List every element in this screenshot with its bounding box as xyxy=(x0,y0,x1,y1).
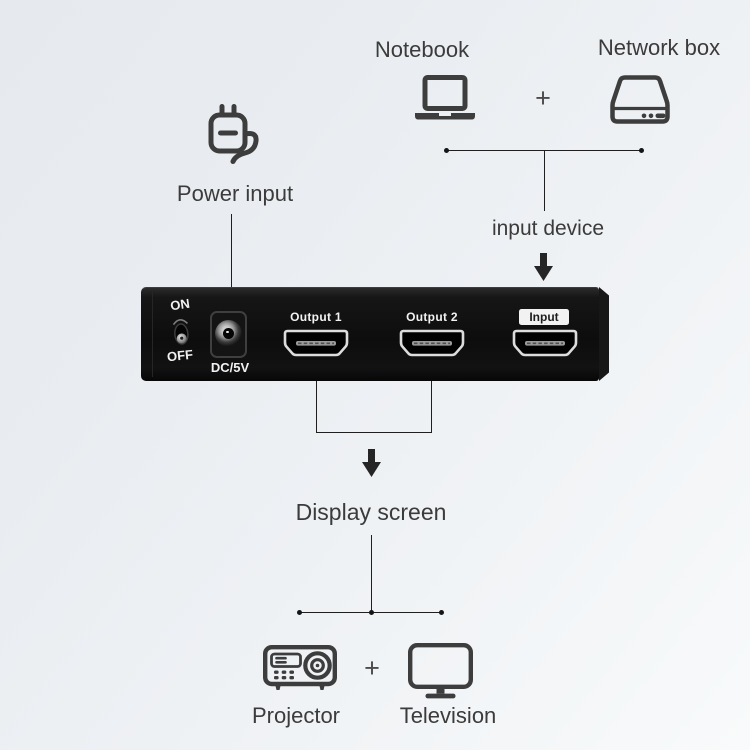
dc-jack-highlight xyxy=(226,330,229,333)
arrow-down-input-icon xyxy=(534,253,553,281)
hdmi-port-output1-icon xyxy=(283,329,349,357)
output2-label: Output 2 xyxy=(406,310,458,324)
display-connector-stem xyxy=(371,535,372,613)
dc-power-jack xyxy=(210,311,247,358)
connector-dot xyxy=(297,610,302,615)
input-connector-stem xyxy=(544,151,545,211)
input-device-label: input device xyxy=(491,217,605,240)
display-screen-label: Display screen xyxy=(295,499,447,525)
power-input-label: Power input xyxy=(176,181,294,206)
television-icon xyxy=(408,643,473,699)
projector-label: Projector xyxy=(251,703,341,728)
hdmi-port-input-icon xyxy=(512,329,578,357)
dc-port-label: DC/5V xyxy=(210,360,250,375)
television-label: Television xyxy=(399,703,497,728)
connector-dot xyxy=(639,148,644,153)
connector-dot xyxy=(439,610,444,615)
plus-icon: + xyxy=(535,83,551,113)
output1-connector-line xyxy=(316,381,317,433)
plus-icon: + xyxy=(364,653,380,683)
arrow-down-display-icon xyxy=(362,449,381,477)
power-adapter-icon xyxy=(208,104,259,164)
projector-icon xyxy=(263,645,337,690)
connector-dot xyxy=(444,148,449,153)
hdmi-port-output2-icon xyxy=(399,329,465,357)
output2-connector-line xyxy=(431,381,432,433)
toggle-switch-icon xyxy=(172,318,189,345)
power-connector-line xyxy=(231,214,232,288)
network-box-icon xyxy=(610,75,670,124)
output1-label: Output 1 xyxy=(290,310,342,324)
laptop-icon xyxy=(415,75,475,120)
panel-side-edge xyxy=(599,287,609,381)
connector-dot xyxy=(369,610,374,615)
input-port-tag: Input xyxy=(519,309,569,325)
input-connector-line xyxy=(447,150,642,151)
output-bracket-line xyxy=(316,432,432,433)
dc-jack-barrel xyxy=(215,320,242,347)
notebook-label: Notebook xyxy=(374,37,470,62)
dc-jack-hole xyxy=(223,328,234,339)
network-box-label: Network box xyxy=(597,35,721,60)
